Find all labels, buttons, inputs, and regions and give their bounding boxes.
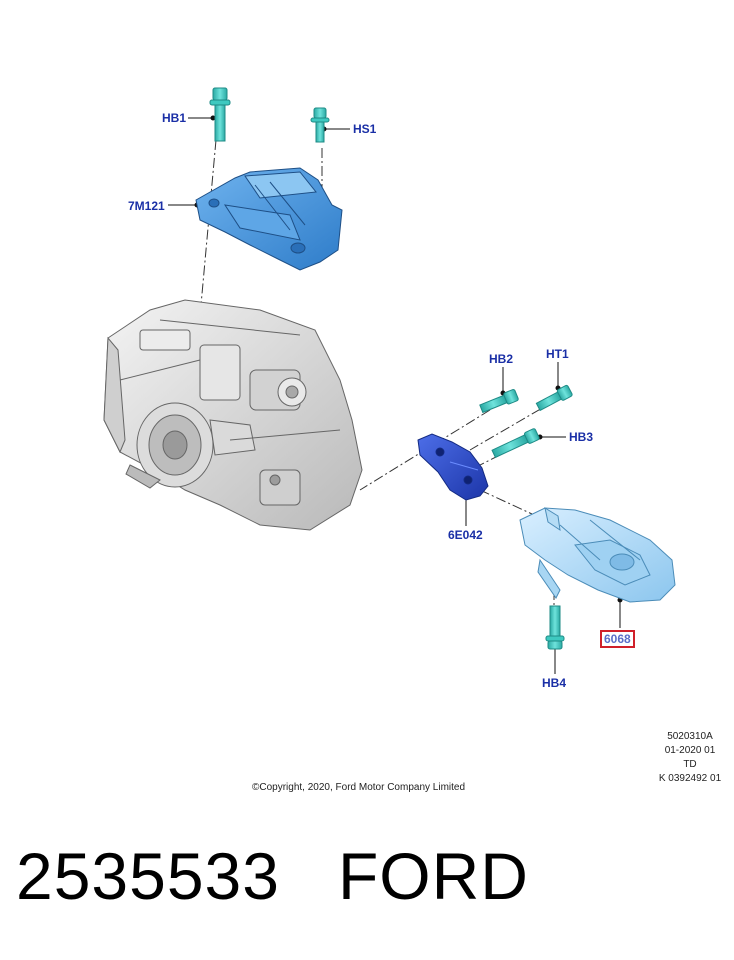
bolt-hb1-illustration <box>209 87 231 142</box>
callout-6e042[interactable]: 6E042 <box>448 528 483 542</box>
reference-line-2: 01-2020 01 <box>664 745 716 756</box>
reference-line-1: 5020310A <box>667 731 713 742</box>
callout-hb2[interactable]: HB2 <box>489 352 514 366</box>
bolt-ht1-illustration <box>535 384 573 412</box>
copyright-notice: ©Copyright, 2020, Ford Motor Company Lim… <box>252 782 466 793</box>
reference-line-4: K 0392492 01 <box>658 773 722 784</box>
callout-hb4[interactable]: HB4 <box>542 676 567 690</box>
callout-ht1[interactable]: HT1 <box>546 347 569 361</box>
transmission-illustration <box>103 299 363 531</box>
callout-hb3[interactable]: HB3 <box>569 430 594 444</box>
callout-6068-highlighted[interactable]: 6068 <box>600 630 635 648</box>
callout-hs1[interactable]: HS1 <box>353 122 377 136</box>
bolt-hb3-illustration <box>491 428 540 459</box>
reference-line-3: TD <box>683 759 697 770</box>
callout-7m121[interactable]: 7M121 <box>128 199 165 213</box>
diagram-reference-block: 5020310A 01-2020 01 TD K 0392492 01 <box>640 730 734 786</box>
bracket-6e042-illustration <box>417 433 489 501</box>
callout-hb1[interactable]: HB1 <box>162 111 187 125</box>
bolt-hb2-illustration <box>479 389 519 414</box>
parts-diagram <box>103 87 676 674</box>
bolt-hs1-illustration <box>310 107 330 143</box>
bolt-hb4-illustration <box>545 605 565 650</box>
part-number-caption: 2535533 FORD <box>16 839 529 913</box>
mount-7m121-illustration <box>195 167 343 271</box>
mount-6068-illustration <box>519 506 676 603</box>
